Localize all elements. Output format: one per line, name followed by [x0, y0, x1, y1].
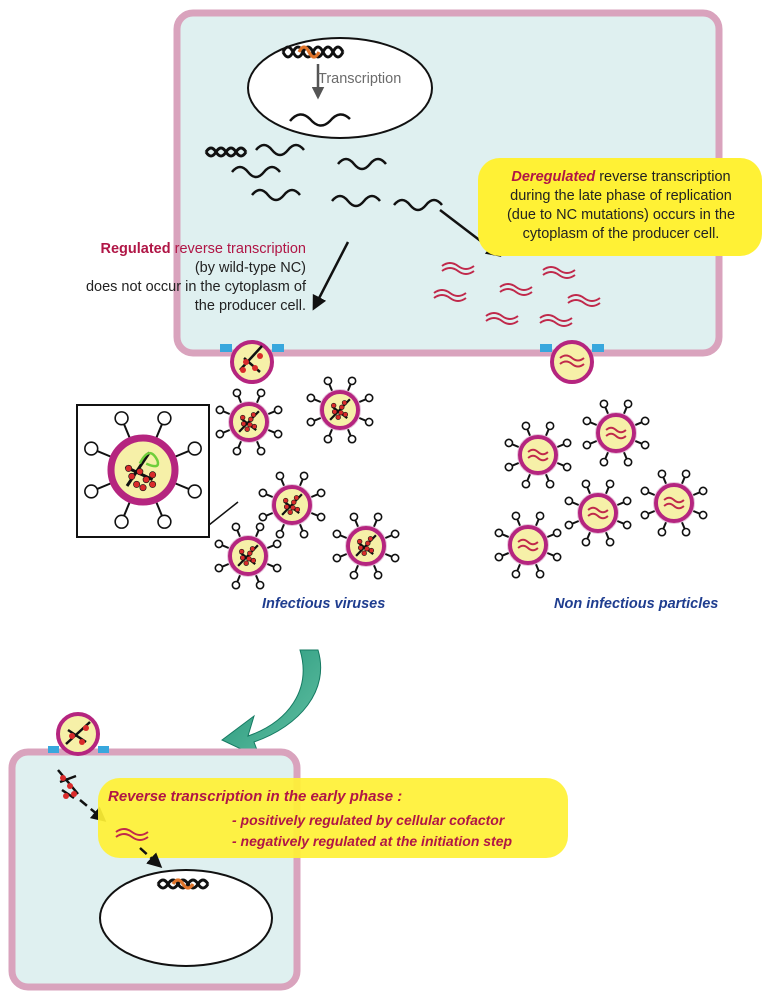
deregulated-line1: reverse transcription — [595, 169, 731, 185]
regulated-line2: (by wild-type NC) — [194, 260, 306, 276]
non-infectious-particle — [640, 469, 708, 537]
viral-rna-group — [231, 143, 443, 212]
early-phase-box — [98, 778, 568, 858]
budding-virion-wt — [220, 340, 284, 384]
transcription-label: Transcription — [318, 71, 402, 87]
reverse-transcription-complex — [57, 769, 79, 800]
mrna-transcript — [289, 113, 351, 127]
arrow-rtc-to-dna — [79, 799, 107, 822]
regulated-highlight: Regulated — [100, 241, 171, 257]
infectious-virion — [215, 388, 283, 456]
regulated-rt-text: Regulated reverse transcription (by wild… — [6, 240, 306, 316]
non-infectious-particle — [564, 479, 632, 547]
curved-green-arrow — [221, 649, 322, 759]
dna-helix-icon — [204, 146, 248, 158]
zoom-connector — [208, 501, 239, 526]
deregulated-box — [478, 158, 762, 256]
integrated-dna-icon — [156, 878, 210, 890]
infectious-virion — [258, 471, 326, 539]
non-infectious-particle — [494, 511, 562, 579]
arrow-to-budding-wt — [312, 241, 350, 311]
deregulated-line4: cytoplasm of the producer cell. — [522, 226, 720, 242]
infectious-virion — [306, 376, 374, 444]
regulated-line3: does not occur in the cytoplasm of — [85, 279, 306, 295]
early-phase-item-1: - positively regulated by cellular cofac… — [232, 812, 505, 828]
regulated-line4: the producer cell. — [194, 298, 306, 314]
inset-virion-detail — [84, 411, 202, 529]
arrow-dna-to-nucleus — [139, 847, 163, 869]
budding-particle-mutant — [540, 340, 604, 384]
caption-non-infectious: Non infectious particles — [554, 596, 719, 612]
early-phase-item-2: - negatively regulated at the initiation… — [232, 833, 513, 849]
infectious-virion — [332, 512, 400, 580]
dsdna-fragments — [433, 262, 601, 327]
regulated-line1: reverse transcription — [170, 241, 306, 257]
caption-infectious: Infectious viruses — [262, 596, 386, 612]
early-phase-title: Reverse transcription in the early phase… — [108, 788, 403, 805]
deregulated-rt-text: Deregulated reverse transcription during… — [486, 168, 756, 244]
entering-virion — [48, 712, 109, 756]
infectious-virion — [214, 522, 282, 590]
deregulated-line2: during the late phase of replication — [510, 188, 732, 204]
deregulated-line3: (due to NC mutations) occurs in the — [506, 207, 736, 223]
producer-nucleus — [247, 37, 433, 139]
dsdna-target — [115, 828, 149, 841]
non-infectious-particle — [582, 399, 650, 467]
target-nucleus — [99, 869, 273, 967]
deregulated-highlight: Deregulated — [511, 169, 596, 185]
dna-helix-icon — [281, 45, 345, 59]
non-infectious-particle — [504, 421, 572, 489]
